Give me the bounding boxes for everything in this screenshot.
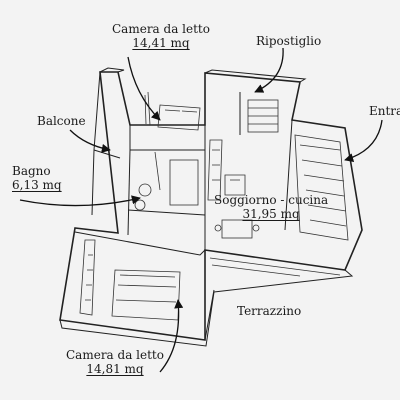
label-camera-bottom: Camera da letto 14,81 mq xyxy=(66,348,164,376)
room-name: Balcone xyxy=(37,114,86,128)
wardrobe-bottom xyxy=(79,239,96,316)
outer-wall xyxy=(59,71,363,341)
storage-shelves xyxy=(248,107,278,125)
bathtub xyxy=(169,159,199,206)
sofa xyxy=(207,139,223,201)
label-ripostiglio: Ripostiglio xyxy=(256,34,321,48)
room-name: Terrazzino xyxy=(237,304,302,318)
arrow-camera-top xyxy=(127,56,161,121)
room-name: Camera da letto xyxy=(112,22,210,36)
inner-wall xyxy=(284,119,293,231)
label-entrata: Entra xyxy=(369,104,400,118)
balcony-rail xyxy=(91,71,121,216)
arrow-camera-bottom xyxy=(159,299,184,373)
inner-wall xyxy=(127,149,131,236)
arrow-bagno xyxy=(19,195,141,207)
inner-wall xyxy=(129,125,205,151)
label-bagno: Bagno 6,13 mq xyxy=(12,164,62,192)
terrace-rail xyxy=(59,289,215,347)
dining-chair xyxy=(214,224,222,232)
dining-table xyxy=(221,219,253,239)
room-name: Ripostiglio xyxy=(256,34,322,48)
label-camera-top: Camera da letto 14,41 mq xyxy=(112,22,210,50)
label-balcone: Balcone xyxy=(37,114,86,128)
shower-glass xyxy=(154,151,161,191)
label-soggiorno: Soggiorno - cucina 31,95 mq xyxy=(214,193,328,221)
kitchen-counter xyxy=(294,134,349,241)
terrace-rail xyxy=(213,269,354,293)
inner-wall xyxy=(127,209,206,216)
room-name: Bagno xyxy=(12,164,51,178)
room-area: 31,95 mq xyxy=(242,207,300,221)
dining-chair xyxy=(252,224,260,232)
arrow-balcone xyxy=(69,129,111,153)
room-area: 14,81 mq xyxy=(86,362,144,376)
terrace-floor xyxy=(209,257,341,277)
kitchen-counter xyxy=(299,144,347,227)
sink xyxy=(134,199,146,211)
arrow-ripostiglio xyxy=(254,47,284,93)
bed-bottom xyxy=(111,269,181,321)
inner-wall xyxy=(74,231,206,256)
arrow-entrata xyxy=(344,119,383,162)
room-area: 14,41 mq xyxy=(132,36,190,50)
bed-top xyxy=(157,104,201,131)
wall-top xyxy=(204,69,307,83)
label-terrazzino: Terrazzino xyxy=(237,304,301,318)
room-name: Camera da letto xyxy=(66,348,164,362)
wall-top xyxy=(99,67,125,73)
wardrobe-top xyxy=(144,91,151,126)
room-area: 6,13 mq xyxy=(12,178,62,192)
room-name: Entra xyxy=(369,104,400,118)
armchairs xyxy=(224,174,246,196)
toilet xyxy=(138,183,152,197)
room-name: Soggiorno - cucina xyxy=(214,193,329,207)
